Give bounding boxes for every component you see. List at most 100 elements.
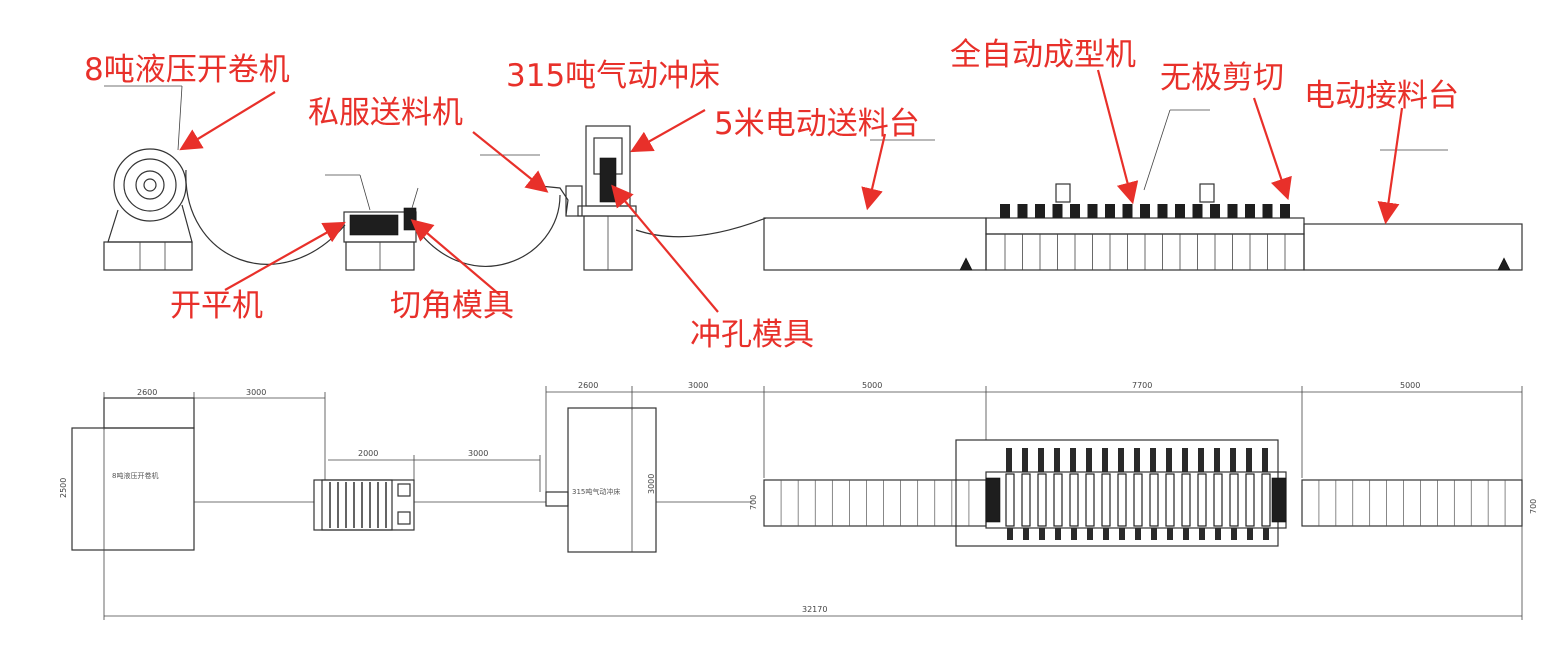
label-press: 315吨气动冲床 <box>506 58 720 94</box>
annotation-arrows <box>179 69 1404 313</box>
forming-station <box>1035 204 1045 218</box>
forming-station <box>1140 204 1150 218</box>
plan-view: 2600 3000 2000 3000 2600 3000 5000 7700 … <box>59 381 1538 620</box>
roll-top <box>1070 448 1076 472</box>
forming-station <box>1175 204 1185 218</box>
dim-press-width: 2600 <box>578 381 598 390</box>
dim-gap-1: 3000 <box>246 388 266 397</box>
plan-press-text: 315吨气动冲床 <box>572 487 620 496</box>
strip-leveler-to-press <box>415 194 561 267</box>
roll-top <box>1198 448 1204 472</box>
roll-stand <box>1165 473 1175 527</box>
roll-top <box>1118 448 1124 472</box>
roll-top <box>1246 448 1252 472</box>
dim-feed-table-length: 5000 <box>862 381 882 390</box>
roll-bottom <box>1055 528 1061 540</box>
roll-stand <box>1261 473 1271 527</box>
dim-forming-length: 7700 <box>1132 381 1152 390</box>
elevation-view <box>103 85 1523 271</box>
forming-station <box>1122 204 1133 218</box>
label-receiving-table: 电动接料台 <box>1304 78 1459 114</box>
roll-bottom <box>1167 528 1173 540</box>
roll-top <box>1006 448 1012 472</box>
roll-top <box>1166 448 1172 472</box>
forming-plan <box>955 439 1287 547</box>
forming-machine-drawing <box>985 109 1305 271</box>
label-servo-feeder: 私服送料机 <box>308 95 463 131</box>
dim-feeder-width: 2000 <box>358 449 378 458</box>
label-uncoiler: 8吨液压开卷机 <box>84 52 290 88</box>
feed-table-drawing <box>763 139 987 271</box>
label-forming-machine: 全自动成型机 <box>950 37 1136 73</box>
leveler-drawing <box>325 174 419 271</box>
roll-bottom <box>1199 528 1205 540</box>
roll-top <box>1150 448 1156 472</box>
press-plan: 315吨气动冲床 3000 <box>545 407 657 553</box>
dim-gap-2: 3000 <box>468 449 488 458</box>
roll-bottom <box>1023 528 1029 540</box>
uncoiler-drawing <box>103 85 193 271</box>
label-flying-cut: 无极剪切 <box>1160 60 1284 96</box>
receiving-table-drawing <box>1303 149 1523 271</box>
dim-gap-3: 3000 <box>688 381 708 390</box>
label-punch-die: 冲孔模具 <box>690 317 814 353</box>
roll-bottom <box>1119 528 1125 540</box>
forming-station <box>1245 204 1255 218</box>
dim-press-depth: 3000 <box>647 474 656 494</box>
roll-bottom <box>1071 528 1077 540</box>
feed-table-plan: 700 <box>749 479 987 527</box>
roll-top <box>1230 448 1236 472</box>
forming-station <box>1210 204 1220 218</box>
roll-top <box>1054 448 1060 472</box>
roll-top <box>1262 448 1268 472</box>
roll-stand <box>1197 473 1207 527</box>
roll-bottom <box>1183 528 1189 540</box>
roll-bottom <box>1263 528 1269 540</box>
uncoiler-plan: 8吨液压开卷机 2500 <box>59 397 195 551</box>
roll-stand <box>1005 473 1015 527</box>
roll-stand <box>1117 473 1127 527</box>
forming-station <box>1070 204 1080 218</box>
roll-top <box>1182 448 1188 472</box>
roll-stand <box>1149 473 1159 527</box>
dim-line-width-a: 700 <box>749 495 758 510</box>
roll-bottom <box>1247 528 1253 540</box>
roll-bottom <box>1103 528 1109 540</box>
roll-stand <box>1069 473 1079 527</box>
roll-top <box>1102 448 1108 472</box>
roll-top <box>1022 448 1028 472</box>
roll-top <box>1038 448 1044 472</box>
roll-stand <box>1213 473 1223 527</box>
dim-line-width-b: 700 <box>1529 499 1538 514</box>
roll-bottom <box>1215 528 1221 540</box>
forming-station <box>1052 204 1063 218</box>
roll-bottom <box>1007 528 1013 540</box>
receiving-plan: 700 <box>1301 479 1538 527</box>
forming-station <box>1000 204 1010 218</box>
roll-bottom <box>1135 528 1141 540</box>
forming-station <box>1227 204 1238 218</box>
forming-station <box>1280 204 1290 218</box>
roll-stand <box>1229 473 1239 527</box>
roll-stand <box>1133 473 1143 527</box>
label-corner-die: 切角模具 <box>390 288 514 324</box>
dim-uncoiler-width: 2600 <box>137 388 157 397</box>
roll-stand <box>1021 473 1031 527</box>
roll-stand <box>1101 473 1111 527</box>
roll-bottom <box>1151 528 1157 540</box>
forming-station <box>1262 204 1273 218</box>
dim-uncoiler-depth: 2500 <box>59 478 68 498</box>
forming-station <box>1087 204 1098 218</box>
dimension-chain-top: 2600 3000 2000 3000 2600 3000 5000 7700 … <box>103 381 1523 620</box>
strip-coil-to-leveler <box>185 169 346 265</box>
roll-stand <box>1245 473 1255 527</box>
plan-uncoiler-text: 8吨液压开卷机 <box>112 471 158 480</box>
dim-receiving-length: 5000 <box>1400 381 1420 390</box>
roll-stand <box>1053 473 1063 527</box>
roll-stand <box>1085 473 1095 527</box>
roll-top <box>1214 448 1220 472</box>
roll-bottom <box>1039 528 1045 540</box>
label-leveler: 开平机 <box>170 288 263 324</box>
forming-station <box>1157 204 1168 218</box>
